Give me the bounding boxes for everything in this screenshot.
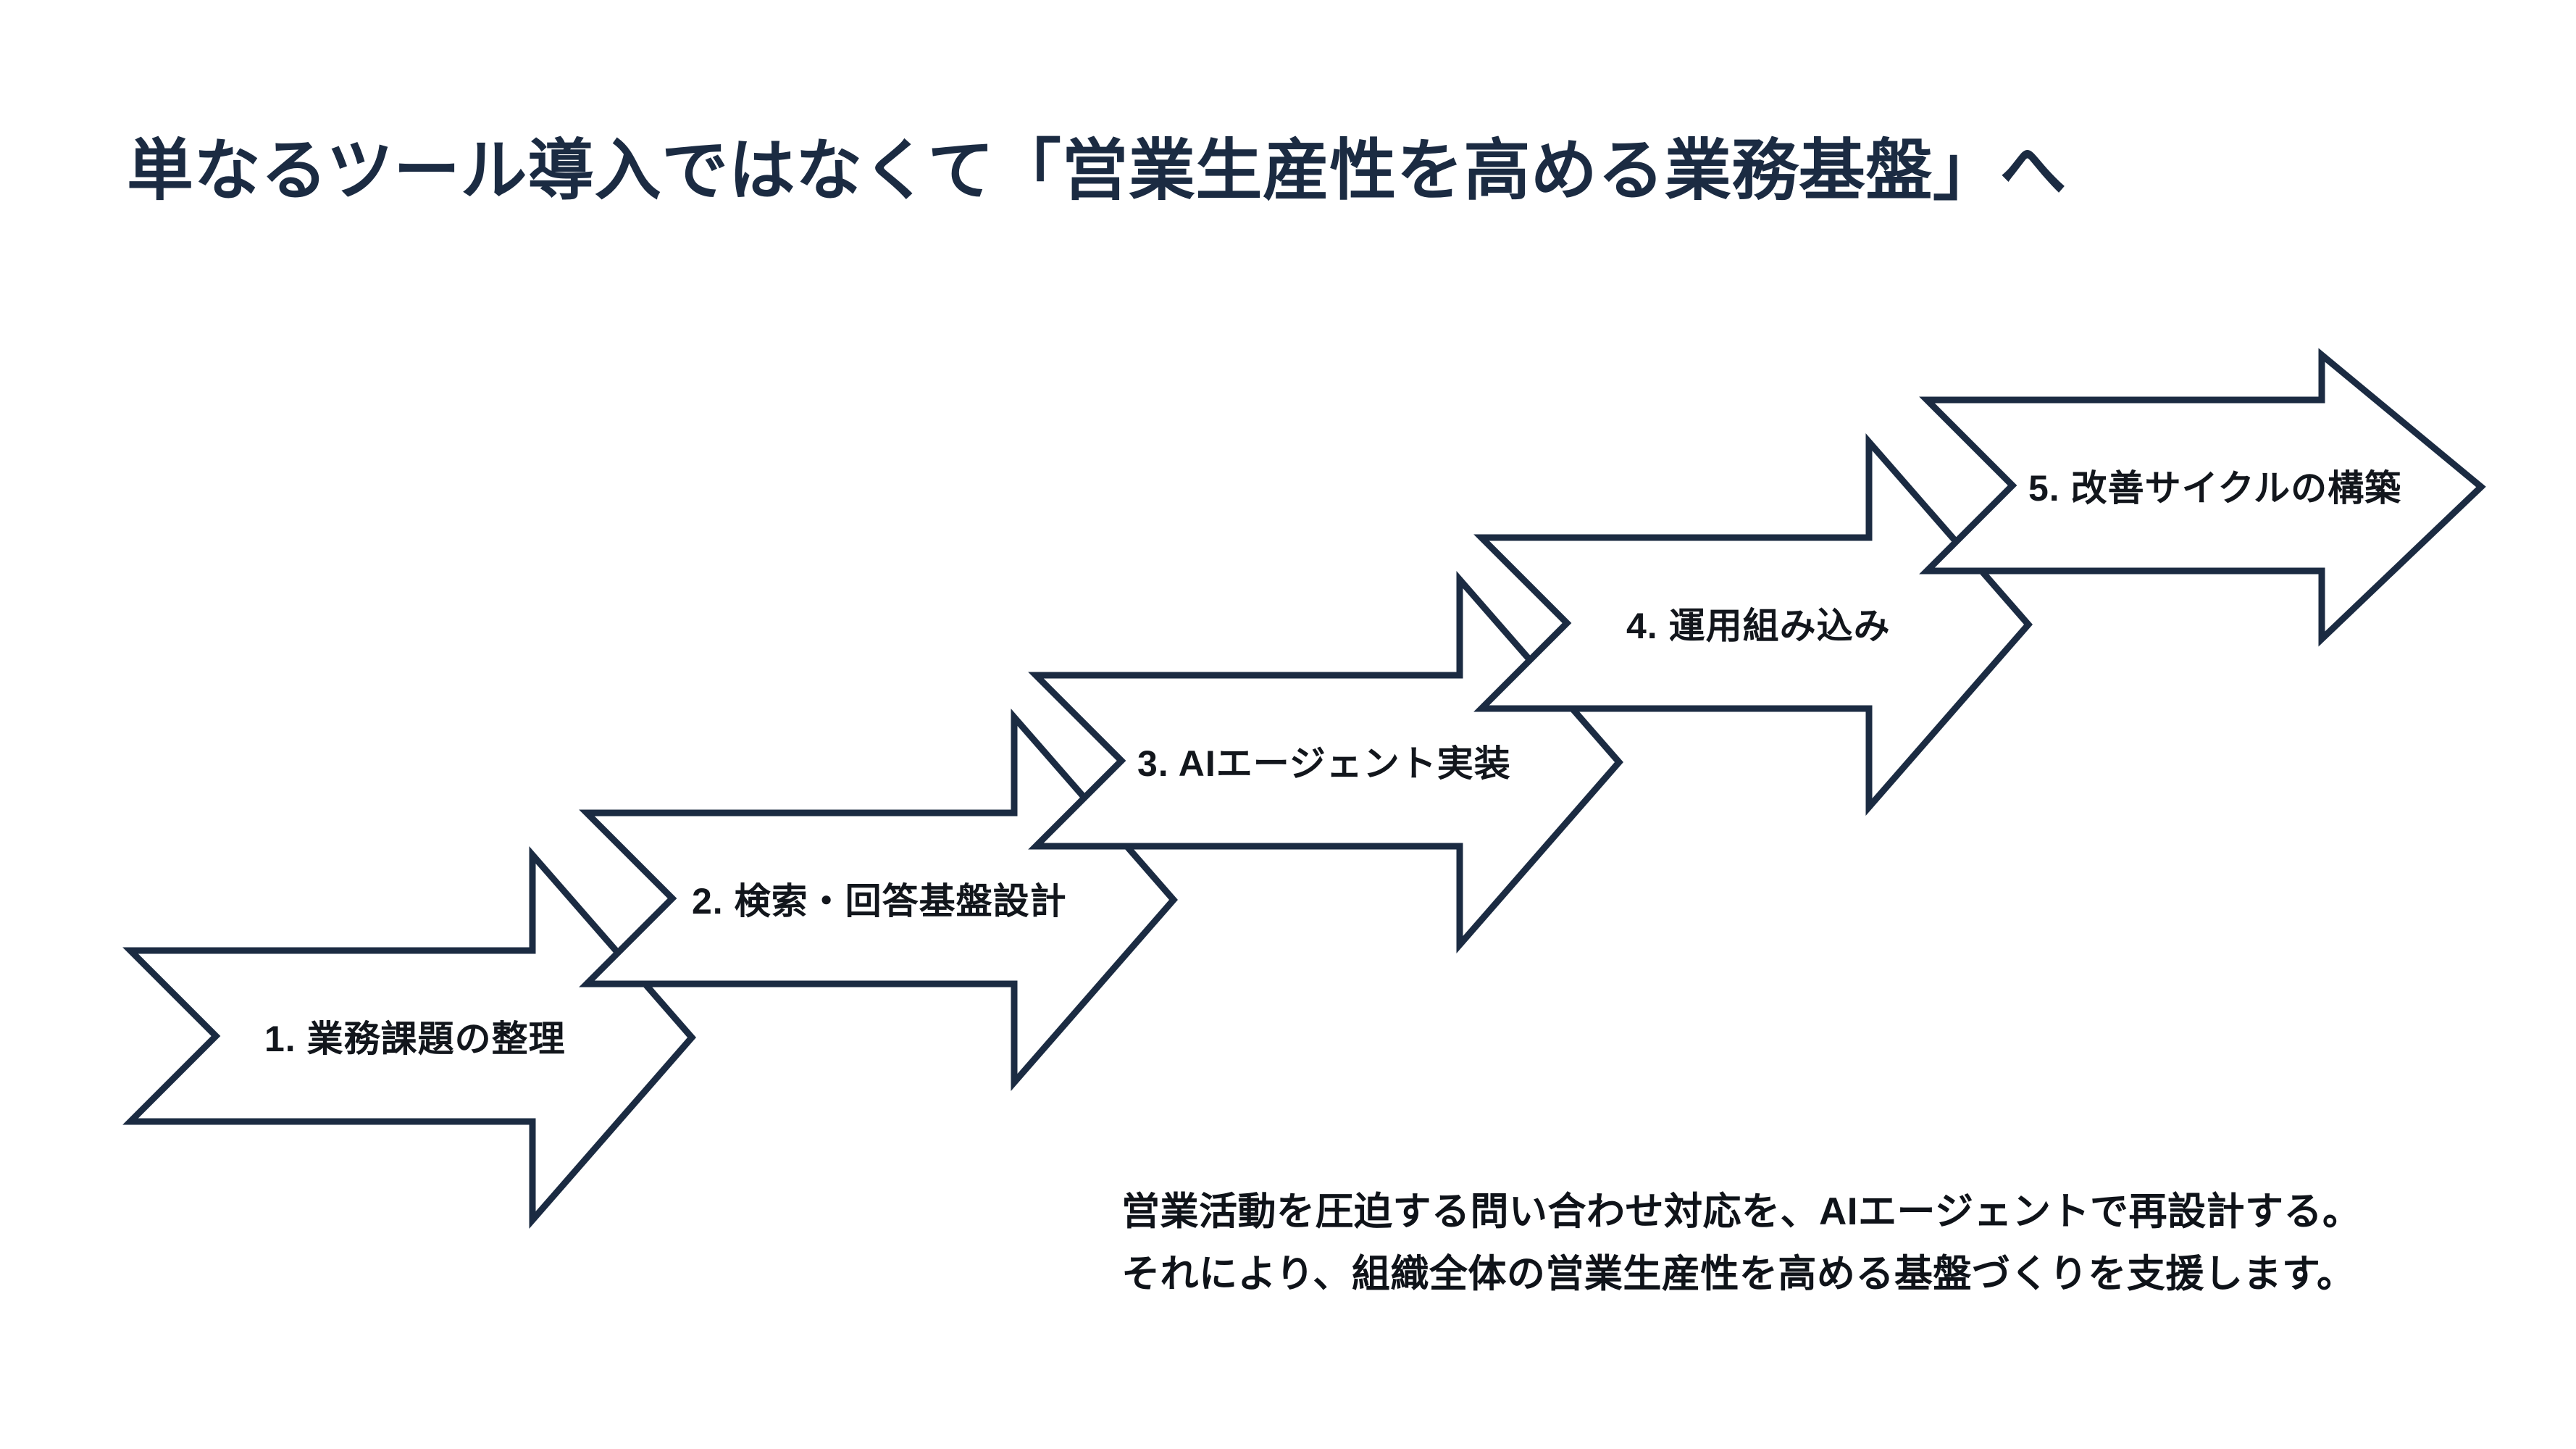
process-step-4[interactable]: 4. 運用組み込み — [1473, 433, 2033, 816]
chevron-arrow-4[interactable] — [1473, 433, 2033, 816]
page-title: 単なるツール導入ではなくて「営業生産性を高める業務基盤」へ — [127, 134, 2067, 208]
process-step-1[interactable]: 1. 業務課題の整理 — [122, 846, 696, 1229]
process-step-1-label: 1. 業務課題の整理 — [264, 1019, 566, 1059]
chevron-arrow-2[interactable] — [579, 709, 1178, 1091]
process-step-5-label: 5. 改善サイクルの構築 — [2028, 468, 2401, 509]
process-step-3-label: 3. AIエージェント実装 — [1137, 743, 1511, 784]
chevron-arrow-1[interactable] — [122, 846, 696, 1229]
process-step-5[interactable]: 5. 改善サイクルの構築 — [1919, 348, 2486, 647]
caption-block: 営業活動を圧迫する問い合わせ対応を、AIエージェントで再設計する。 それにより、… — [1121, 1181, 2541, 1306]
process-step-2-label: 2. 検索・回答基盤設計 — [692, 881, 1067, 922]
chevron-arrow-3[interactable] — [1028, 571, 1623, 953]
chevron-arrow-5[interactable] — [1919, 348, 2486, 647]
process-step-3[interactable]: 3. AIエージェント実装 — [1028, 571, 1623, 953]
process-step-4-label: 4. 運用組み込み — [1626, 606, 1891, 646]
caption-line-1: 営業活動を圧迫する問い合わせ対応を、AIエージェントで再設計する。 — [1121, 1190, 2362, 1233]
process-step-2[interactable]: 2. 検索・回答基盤設計 — [579, 709, 1178, 1091]
caption-line-2: それにより、組織全体の営業生産性を高める基盤づくりを支援します。 — [1121, 1252, 2356, 1295]
